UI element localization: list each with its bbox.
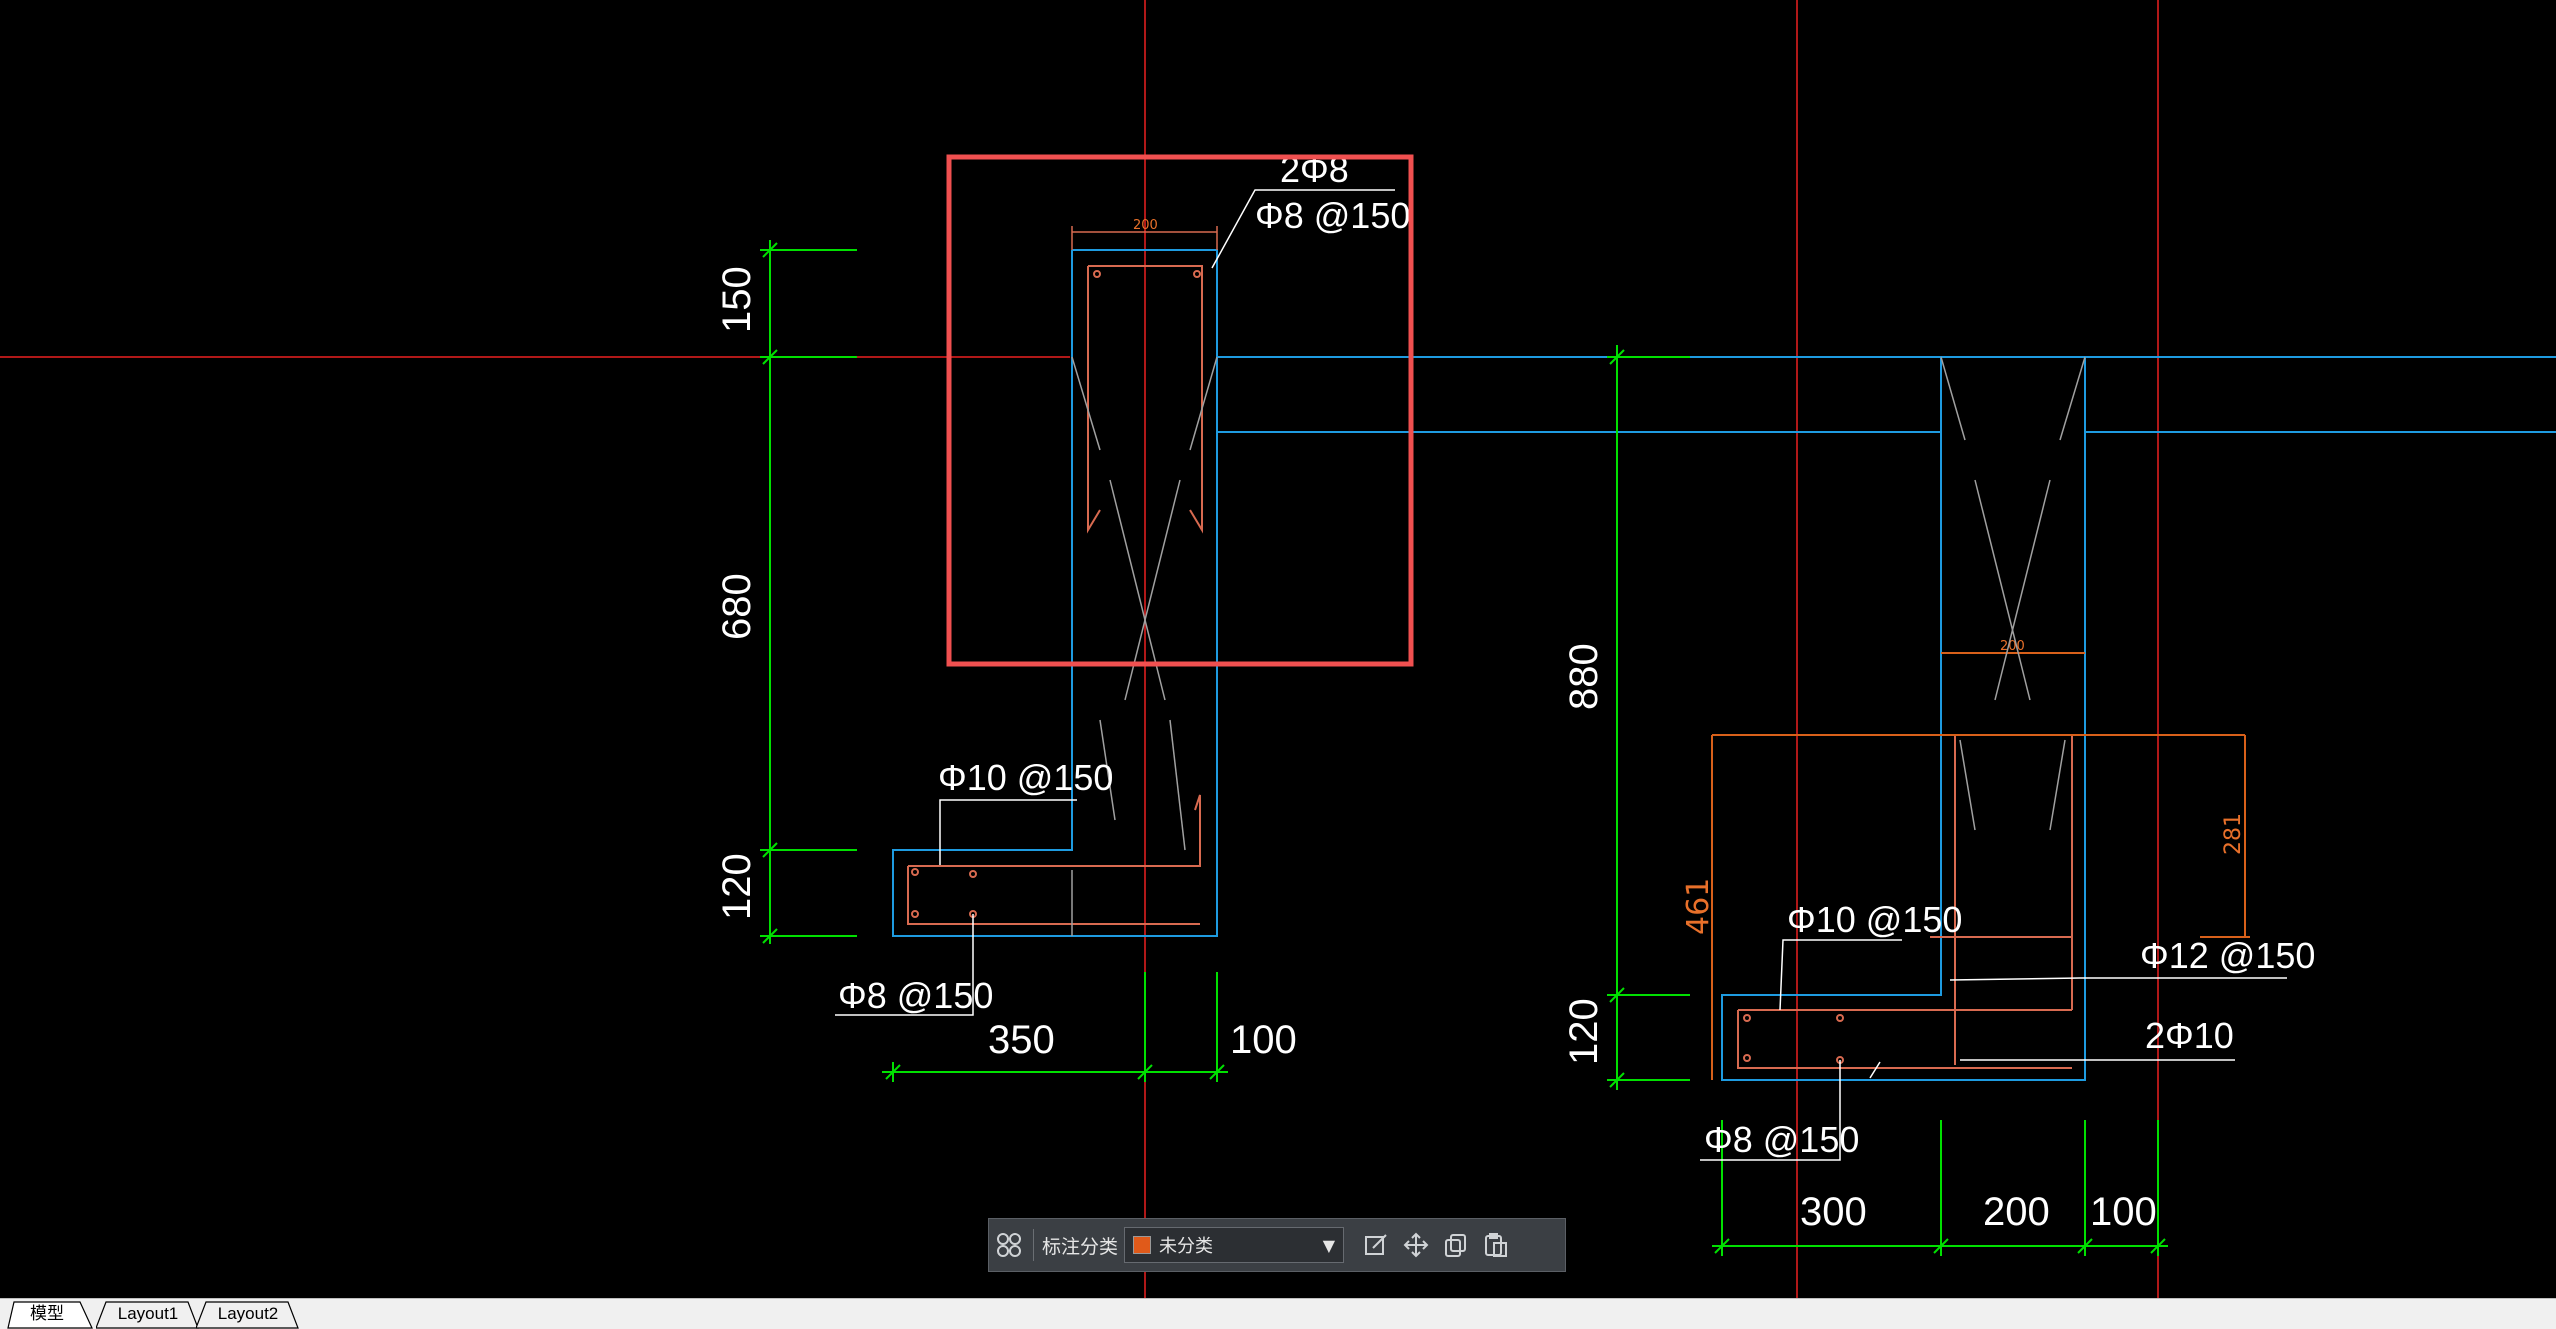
cad-drawing: 200 150 680 120 350 100 2Φ8 Φ8 @150 Φ10 … [0,0,2556,1298]
right-red-dims [1711,652,2250,1080]
left-horizontal-dims [882,972,1228,1082]
left-dim-150: 150 [715,266,759,333]
tab-layout1-label: Layout1 [117,1304,179,1323]
right-horizontal-dims [1712,1120,2168,1256]
category-label: 标注分类 [1042,1235,1119,1258]
left-dim-120: 120 [715,853,759,920]
left-label-phi8-150-bottom: Φ8 @150 [838,975,993,1016]
category-dropdown[interactable]: 未分类 ▼ [1124,1227,1345,1263]
left-concrete-outline [892,249,2556,937]
left-small-dim [1071,226,1218,250]
right-dim-200: 200 [1983,1190,2050,1234]
toolbar-divider [1033,1229,1034,1261]
left-rebar [907,265,1203,925]
right-dim-100: 100 [2090,1190,2157,1234]
right-vertical-dims [1607,345,1690,1090]
right-dim-300: 300 [1800,1190,1867,1234]
annotation-toolbar: 标注分类 未分类 ▼ [988,1218,1566,1272]
paste-icon[interactable] [1476,1225,1516,1265]
left-small-dim-text: 200 [1133,218,1158,233]
copy-icon[interactable] [1436,1225,1476,1265]
axis-lines [0,0,2159,1298]
right-concrete-outline [1721,356,2556,1081]
chevron-down-icon: ▼ [1322,1235,1336,1255]
right-dim-880: 880 [1562,643,1606,710]
four-squares-icon[interactable] [989,1225,1029,1265]
right-label-phi8-150: Φ8 @150 [1704,1119,1859,1160]
category-value: 未分类 [1159,1236,1214,1257]
right-red-dim-281: 281 [2221,813,2246,855]
edit-icon[interactable] [1356,1225,1396,1265]
left-dim-680: 680 [715,573,759,640]
right-leaders [1700,939,2287,1161]
move-icon[interactable] [1396,1225,1436,1265]
right-dim-120: 120 [1562,998,1606,1065]
tab-layout1[interactable]: Layout1 [96,1301,200,1329]
left-dim-350: 350 [988,1018,1055,1062]
drawing-canvas[interactable]: 200 150 680 120 350 100 2Φ8 Φ8 @150 Φ10 … [0,0,2556,1298]
category-color-swatch [1133,1236,1152,1254]
layout-tab-bar: 模型 Layout1 Layout2 [0,1298,2556,1329]
right-break-lines [1940,356,2086,831]
right-label-phi10-150: Φ10 @150 [1787,899,1962,940]
tab-layout2-label: Layout2 [217,1304,279,1323]
right-label-phi12-150: Φ12 @150 [2140,935,2315,976]
right-label-2phi10: 2Φ10 [2145,1015,2234,1056]
tab-layout2[interactable]: Layout2 [196,1301,300,1329]
tab-model[interactable]: 模型 [0,1301,94,1329]
left-vertical-dims [760,240,857,944]
selection-highlight-box [946,154,1414,667]
tab-model-label: 模型 [30,1304,64,1323]
right-red-dim-461: 461 [1681,878,1716,935]
left-label-phi10-150: Φ10 @150 [938,757,1113,798]
left-label-phi8-150: Φ8 @150 [1255,195,1410,236]
left-dim-100: 100 [1230,1018,1297,1062]
right-red-dim-200: 200 [2000,639,2025,654]
left-leaders [835,189,1395,1016]
